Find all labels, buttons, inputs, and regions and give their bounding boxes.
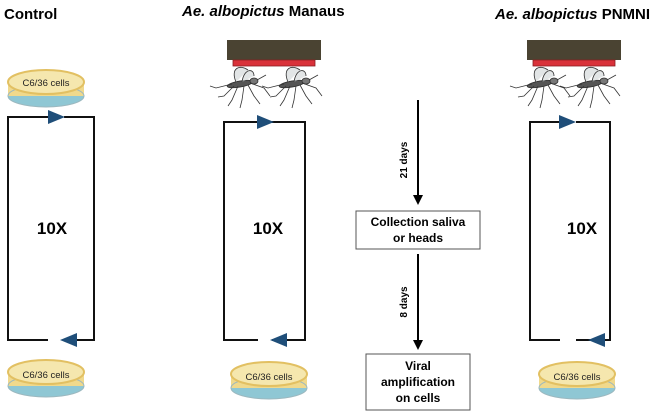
step-collection-line2: or heads [393, 231, 443, 245]
control-cycle-bracket [7, 110, 95, 347]
header-control: Control [4, 6, 57, 23]
control-top-dish-label: C6/36 cells [23, 78, 70, 89]
control-arrowhead-top [48, 110, 65, 124]
control-bottom-dish: C6/36 cells [7, 359, 85, 398]
pnmni-cycle-bracket [529, 115, 611, 347]
pnmni-multiplier: 10X [567, 219, 598, 238]
header-manaus: Ae. albopictus Manaus [181, 3, 345, 20]
step-collection-box: Collection saliva or heads [355, 210, 481, 250]
control-bottom-dish-label: C6/36 cells [23, 370, 70, 381]
mosquito-icon [509, 66, 571, 109]
control-arrowhead-bottom [60, 333, 77, 347]
header-manaus-species: Ae. albopictus [181, 3, 285, 20]
pnmni-arrowhead-top [559, 115, 576, 129]
pnmni-bottom-dish: C6/36 cells [538, 361, 616, 400]
manaus-bottom-dish-label: C6/36 cells [246, 372, 293, 383]
flow-interval-2: 8 days [399, 286, 410, 318]
pnmni-mosquitoes [509, 66, 621, 109]
header-manaus-site: Manaus [285, 3, 345, 20]
step-amplification-line3: on cells [396, 391, 441, 405]
mosquito-icon [261, 66, 323, 109]
header-pnmni-species: Ae. albopictus [494, 6, 598, 23]
pnmni-feeder [527, 40, 621, 67]
step-amplification-line1: Viral [405, 359, 431, 373]
step-amplification-line2: amplification [381, 375, 455, 389]
manaus-feeder [227, 40, 321, 67]
header-pnmni-site: PNMNI [598, 6, 651, 23]
step-amplification-box: Viral amplification on cells [365, 353, 471, 411]
step-collection-line1: Collection saliva [371, 215, 466, 229]
manaus-mosquitoes [209, 66, 323, 109]
manaus-bottom-dish: C6/36 cells [230, 361, 308, 400]
control-top-dish: C6/36 cells [7, 69, 85, 108]
pnmni-arrowhead-bottom [588, 333, 605, 347]
header-pnmni: Ae. albopictus PNMNI [494, 6, 650, 23]
manaus-arrowhead-top [257, 115, 274, 129]
control-multiplier: 10X [37, 219, 68, 238]
mosquito-icon [559, 66, 621, 109]
pnmni-bottom-dish-label: C6/36 cells [554, 372, 601, 383]
manaus-arrowhead-bottom [270, 333, 287, 347]
manaus-cycle-bracket [223, 115, 306, 347]
flow-interval-1: 21 days [399, 141, 410, 178]
mosquito-icon [209, 66, 271, 109]
manaus-multiplier: 10X [253, 219, 284, 238]
